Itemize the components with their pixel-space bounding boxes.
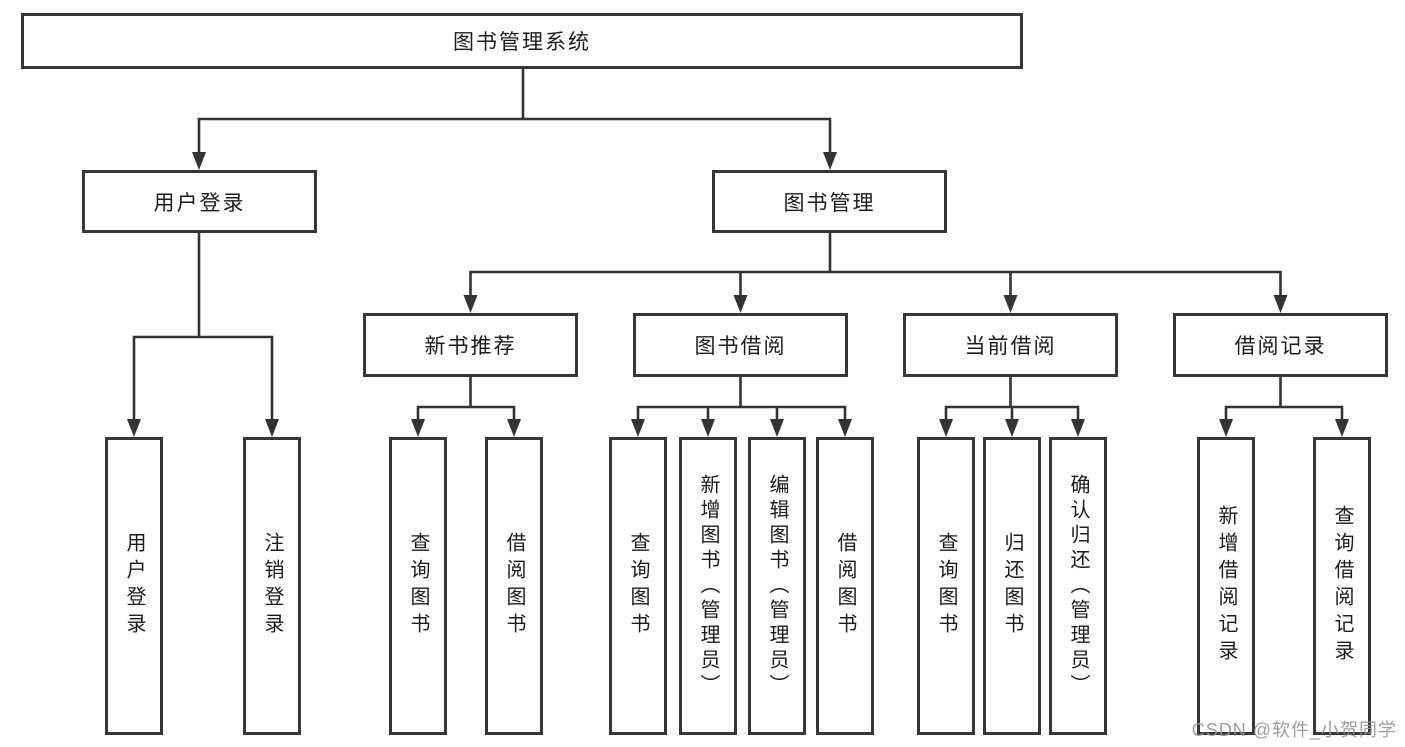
arrow-down-icon: [631, 419, 645, 437]
node-leaf-query-books: 查询图书: [389, 437, 447, 735]
node-leaf-add-borrow-record: 新增借阅记录: [1197, 437, 1255, 735]
node-leaf-user-login: 用户登录: [105, 437, 163, 735]
node-label: 注销登录: [261, 532, 283, 640]
node-label: 新增借阅记录: [1215, 505, 1237, 667]
node-library-system: 图书管理系统: [21, 13, 1023, 69]
node-label: 图书管理系统: [453, 31, 591, 54]
connector-current-to-leaves: [944, 377, 1080, 423]
node-leaf-borrow-books: 借阅图书: [485, 437, 543, 735]
node-label: 借阅图书: [834, 532, 856, 640]
node-label: 图书管理: [783, 191, 876, 215]
node-leaf-borrow-books: 借阅图书: [816, 437, 874, 735]
node-label: 新书推荐: [424, 335, 517, 358]
arrow-down-icon: [411, 419, 425, 437]
node-label: 编辑图书（管理员）: [766, 473, 788, 699]
node-user-login: 用户登录: [82, 170, 317, 233]
node-label: 用户登录: [123, 532, 145, 640]
node-label: 查询借阅记录: [1331, 505, 1353, 667]
arrow-down-icon: [1005, 419, 1019, 437]
arrow-down-icon: [1335, 419, 1349, 437]
node-label: 查询图书: [935, 532, 957, 640]
arrow-down-icon: [127, 419, 141, 437]
node-label: 借阅记录: [1234, 335, 1327, 358]
node-leaf-query-books: 查询图书: [609, 437, 667, 735]
node-current-borrowing: 当前借阅: [903, 313, 1118, 377]
node-label: 图书借阅: [694, 335, 787, 358]
arrow-down-icon: [939, 419, 953, 437]
arrowheads: [127, 152, 1349, 437]
node-leaf-confirm-return-admin: 确认归还（管理员）: [1049, 437, 1107, 735]
connector-root-to-level2: [197, 69, 832, 156]
node-label: 归还图书: [1001, 532, 1023, 640]
arrow-down-icon: [507, 419, 521, 437]
csdn-watermark: CSDN @软件_小贺同学: [1191, 720, 1397, 740]
arrow-down-icon: [733, 295, 748, 313]
node-label: 新增图书（管理员）: [697, 473, 719, 699]
connector-recommend-to-leaves: [416, 377, 516, 423]
node-borrowing-records: 借阅记录: [1173, 313, 1388, 377]
arrow-down-icon: [265, 419, 279, 437]
connector-records-to-leaves: [1224, 377, 1344, 423]
arrow-down-icon: [463, 295, 478, 313]
arrow-down-icon: [823, 152, 837, 170]
connector-borrowing-to-leaves: [636, 377, 847, 423]
arrow-down-icon: [838, 419, 852, 437]
arrow-down-icon: [1219, 419, 1233, 437]
arrow-down-icon: [192, 152, 206, 170]
connector-login-to-leaves: [132, 233, 274, 423]
node-leaf-add-book-admin: 新增图书（管理员）: [679, 437, 737, 735]
node-label: 查询图书: [627, 532, 649, 640]
node-leaf-edit-book-admin: 编辑图书（管理员）: [748, 437, 806, 735]
node-label: 查询图书: [407, 532, 429, 640]
node-new-book-recommend: 新书推荐: [363, 313, 578, 377]
node-book-management: 图书管理: [712, 170, 947, 233]
arrow-down-icon: [1071, 419, 1085, 437]
node-leaf-logout: 注销登录: [243, 437, 301, 735]
node-leaf-return-book: 归还图书: [983, 437, 1041, 735]
node-leaf-query-books: 查询图书: [917, 437, 975, 735]
connector-mgmt-to-level3: [469, 233, 1282, 299]
node-label: 用户登录: [153, 191, 246, 215]
node-book-borrowing: 图书借阅: [633, 313, 848, 377]
node-label: 借阅图书: [503, 532, 525, 640]
arrow-down-icon: [1003, 295, 1018, 313]
node-leaf-query-borrow-record: 查询借阅记录: [1313, 437, 1371, 735]
node-label: 确认归还（管理员）: [1067, 473, 1089, 699]
arrow-down-icon: [1273, 295, 1288, 313]
arrow-down-icon: [701, 419, 715, 437]
arrow-down-icon: [770, 419, 784, 437]
node-label: 当前借阅: [964, 335, 1057, 358]
